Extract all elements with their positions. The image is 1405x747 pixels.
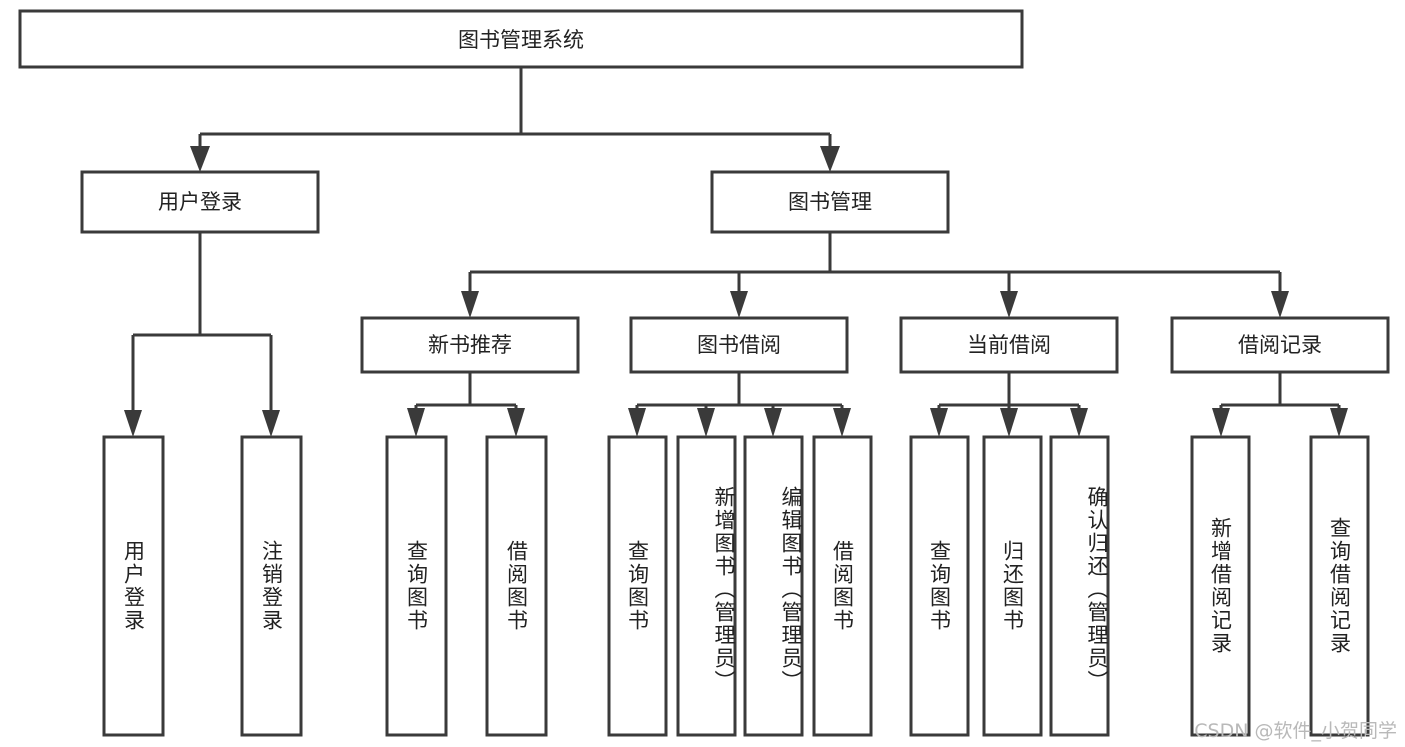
node-current-borrow[interactable]: 当前借阅: [899, 316, 1119, 374]
node-book-borrow-box[interactable]: [629, 316, 849, 374]
arrow-head-leaf-edit-book: [764, 408, 782, 437]
node-book-manage-box[interactable]: [710, 170, 950, 234]
connector-group-root-to-level2: [190, 67, 840, 172]
node-borrow-record-box[interactable]: [1170, 316, 1390, 374]
arrow-head-leaf-add-book: [697, 408, 715, 437]
node-leaf-confirm-return-box[interactable]: [1049, 435, 1110, 737]
arrow-head-leaf-user-login: [124, 410, 142, 437]
arrow-head-leaf-query-borrow-record: [1330, 408, 1348, 437]
node-root-box[interactable]: [18, 9, 1024, 69]
node-user-login-label: 用户登录: [158, 190, 242, 214]
arrow-head-leaf-user-logout: [262, 410, 280, 437]
arrow-head-leaf-borrow-book-1: [507, 408, 525, 437]
node-leaf-add-borrow-record-box[interactable]: [1190, 435, 1251, 737]
node-user-login-box[interactable]: [80, 170, 320, 234]
connector-group-user-login-to-leaves: [124, 232, 280, 437]
node-user-login[interactable]: 用户登录: [80, 170, 320, 234]
node-leaf-user-logout-box[interactable]: [240, 435, 303, 737]
arrow-head-new-book-recommend: [461, 291, 479, 318]
arrow-head-borrow-record: [1271, 291, 1289, 318]
node-leaf-edit-book-box[interactable]: [743, 435, 804, 737]
node-new-book-recommend-label: 新书推荐: [428, 333, 512, 357]
node-leaf-borrow-book-2-box[interactable]: [812, 435, 873, 737]
arrow-head-leaf-confirm-return: [1070, 408, 1088, 437]
arrow-head-leaf-return-book: [1000, 408, 1018, 437]
node-borrow-record[interactable]: 借阅记录: [1170, 316, 1390, 374]
arrow-head-leaf-query-book-1: [407, 408, 425, 437]
arrow-head-leaf-add-borrow-record: [1212, 408, 1230, 437]
node-leaf-add-book-box[interactable]: [676, 435, 737, 737]
node-leaf-query-borrow-record-box[interactable]: [1309, 435, 1370, 737]
connector-group-current-borrow-to-leaves: [930, 372, 1088, 437]
node-leaf-query-book-1-box[interactable]: [385, 435, 448, 737]
node-leaf-return-book-box[interactable]: [982, 435, 1043, 737]
node-book-manage[interactable]: 图书管理: [710, 170, 950, 234]
csdn-watermark: CSDN @软件_小贺同学: [1194, 720, 1397, 742]
node-current-borrow-box[interactable]: [899, 316, 1119, 374]
connector-group-book-manage-to-level3: [461, 232, 1289, 318]
node-leaf-borrow-book-1-box[interactable]: [485, 435, 548, 737]
node-current-borrow-label: 当前借阅: [967, 333, 1051, 357]
node-book-manage-label: 图书管理: [788, 190, 872, 214]
arrow-head-book-borrow: [730, 291, 748, 318]
node-leaf-user-login-box[interactable]: [102, 435, 165, 737]
node-book-borrow-label: 图书借阅: [697, 333, 781, 357]
node-leaf-query-book-3-box[interactable]: [909, 435, 970, 737]
node-root-label: 图书管理系统: [458, 28, 584, 52]
arrow-head-leaf-borrow-book-2: [833, 408, 851, 437]
connector-group-book-borrow-to-leaves: [628, 372, 851, 437]
node-leaf-query-book-2-box[interactable]: [607, 435, 668, 737]
arrow-head-leaf-query-book-2: [628, 408, 646, 437]
connector-group-borrow-record-to-leaves: [1212, 372, 1348, 437]
arrow-head-book-manage: [820, 146, 840, 172]
node-borrow-record-label: 借阅记录: [1238, 333, 1322, 357]
connector-group-new-book-recommend-to-leaves: [407, 372, 525, 437]
node-new-book-recommend-box[interactable]: [360, 316, 580, 374]
arrow-head-current-borrow: [1000, 291, 1018, 318]
arrow-head-user-login: [190, 146, 210, 172]
arrow-head-leaf-query-book-3: [930, 408, 948, 437]
node-root[interactable]: 图书管理系统: [18, 9, 1024, 69]
node-new-book-recommend[interactable]: 新书推荐: [360, 316, 580, 374]
node-book-borrow[interactable]: 图书借阅: [629, 316, 849, 374]
